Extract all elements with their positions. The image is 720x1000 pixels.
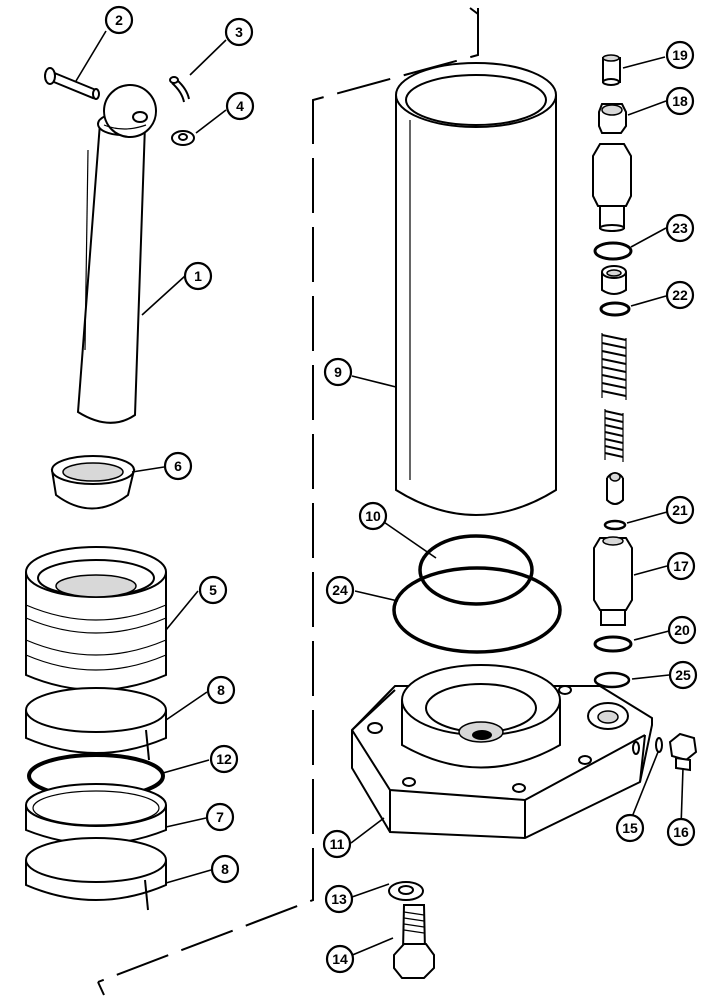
callout-3: 3 <box>224 17 254 47</box>
callout-22: 22 <box>665 280 695 310</box>
plug-part <box>668 732 698 772</box>
svg-text:13: 13 <box>331 891 347 907</box>
cotter-pin-part <box>169 76 190 103</box>
svg-text:1: 1 <box>194 268 202 284</box>
callout-14: 14 <box>325 944 355 974</box>
svg-text:17: 17 <box>673 558 689 574</box>
o-ring-25-part <box>593 671 631 689</box>
callout-6: 6 <box>163 451 193 481</box>
svg-text:22: 22 <box>672 287 688 303</box>
callout-19: 19 <box>665 40 695 70</box>
svg-text:19: 19 <box>672 47 688 63</box>
svg-text:11: 11 <box>330 836 345 852</box>
piston-rod-part <box>76 84 157 424</box>
valve-housing-upper-part <box>592 143 632 232</box>
callout-1: 1 <box>183 261 213 291</box>
callout-15: 15 <box>615 813 645 843</box>
callout-2: 2 <box>104 5 134 35</box>
callout-23: 23 <box>665 213 695 243</box>
wear-ring-lower-part <box>25 837 167 911</box>
svg-text:8: 8 <box>221 861 229 877</box>
svg-text:25: 25 <box>675 667 691 683</box>
svg-text:12: 12 <box>216 751 232 767</box>
callout-13: 13 <box>324 884 354 914</box>
callout-20: 20 <box>667 615 697 645</box>
svg-text:21: 21 <box>672 502 688 518</box>
callout-25: 25 <box>668 660 698 690</box>
callout-12: 12 <box>209 744 239 774</box>
o-ring-22-part <box>599 301 631 317</box>
o-ring-10-part <box>418 534 534 606</box>
svg-text:8: 8 <box>217 682 225 698</box>
cup-part <box>50 455 136 510</box>
callout-21: 21 <box>665 495 695 525</box>
callout-7: 7 <box>205 802 235 832</box>
seal-washer-part <box>655 737 663 753</box>
svg-text:5: 5 <box>209 582 217 598</box>
callout-9: 9 <box>323 357 353 387</box>
svg-text:9: 9 <box>334 364 342 380</box>
outer-spring-part <box>601 333 627 400</box>
svg-text:15: 15 <box>622 820 638 836</box>
o-ring-21-part <box>603 519 627 531</box>
cylinder-base-part <box>351 664 653 840</box>
callout-10: 10 <box>358 501 388 531</box>
svg-text:23: 23 <box>672 220 688 236</box>
pin-part <box>44 67 100 100</box>
inner-spring-part <box>604 409 624 462</box>
piston-part <box>25 546 167 691</box>
callout-17: 17 <box>666 551 696 581</box>
dashed-boundary-line <box>97 7 479 996</box>
wear-ring-upper-part <box>25 687 167 761</box>
valve-housing-lower-part <box>593 536 633 626</box>
bolt-washer-part <box>388 881 424 901</box>
callout-24: 24 <box>325 575 355 605</box>
o-ring-24-part <box>392 566 562 654</box>
callout-8-upper: 8 <box>206 675 236 705</box>
svg-text:16: 16 <box>673 824 689 840</box>
svg-text:24: 24 <box>332 582 348 598</box>
lock-nut-part <box>598 103 627 134</box>
bolt-part <box>393 904 435 979</box>
valve-poppet-part <box>606 472 624 505</box>
callout-18: 18 <box>665 86 695 116</box>
spring-seat-part <box>601 265 627 295</box>
adjuster-screw-part <box>602 54 621 86</box>
svg-text:20: 20 <box>674 622 690 638</box>
seal-ring-part <box>25 783 167 845</box>
washer-part <box>171 130 195 146</box>
svg-text:6: 6 <box>174 458 182 474</box>
callout-4: 4 <box>225 91 255 121</box>
svg-text:18: 18 <box>672 93 688 109</box>
cylinder-barrel-part <box>395 62 557 516</box>
o-ring-20-part <box>593 635 633 653</box>
svg-text:2: 2 <box>115 12 123 28</box>
svg-text:3: 3 <box>235 24 243 40</box>
leader-lines <box>75 30 684 957</box>
svg-text:7: 7 <box>216 809 224 825</box>
callout-5: 5 <box>198 575 228 605</box>
svg-text:4: 4 <box>236 98 244 114</box>
callout-16: 16 <box>666 817 696 847</box>
callout-8-lower: 8 <box>210 854 240 884</box>
svg-text:14: 14 <box>332 951 348 967</box>
o-ring-23-part <box>593 241 633 261</box>
svg-text:10: 10 <box>365 508 381 524</box>
callout-11: 11 <box>322 829 352 859</box>
